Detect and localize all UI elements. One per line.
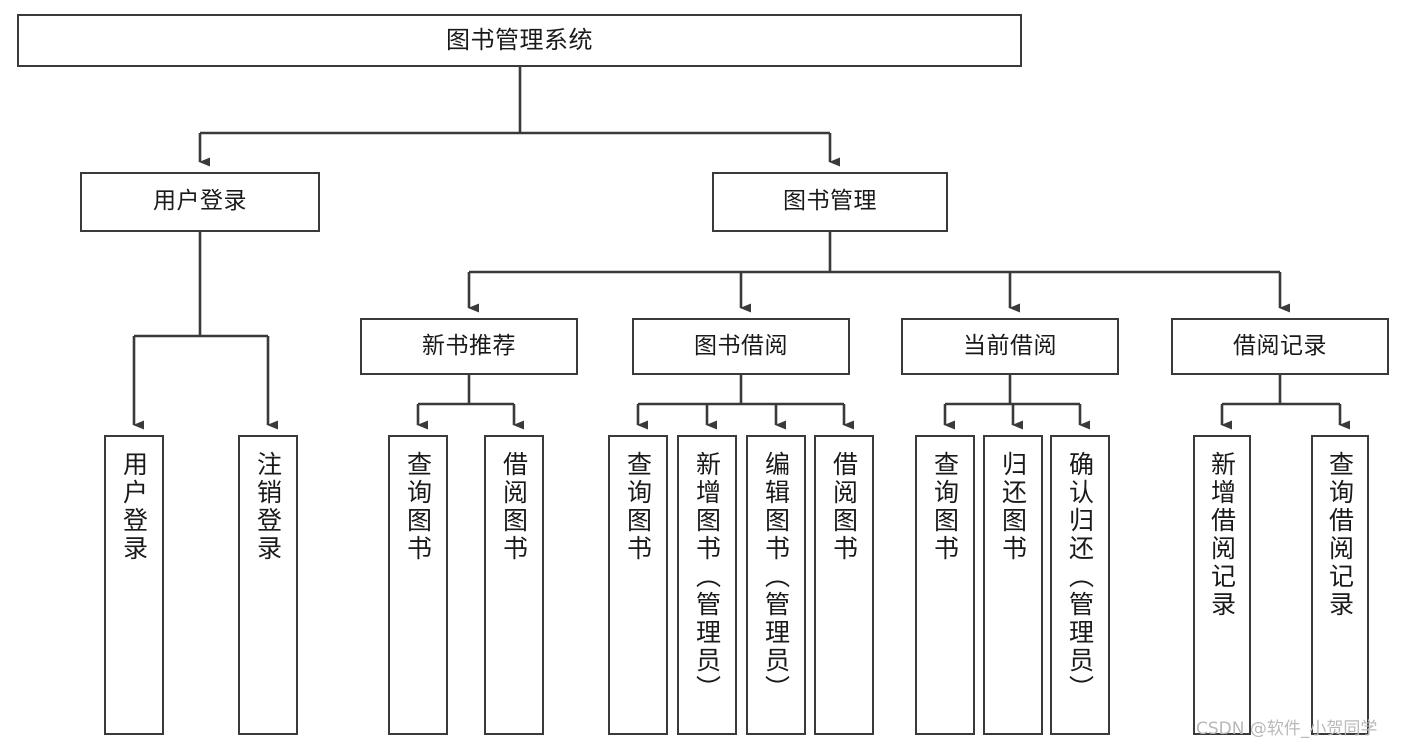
node-root[interactable]: 图书管理系统: [17, 14, 1022, 67]
leaf-current-query-book[interactable]: 查询图书: [915, 435, 975, 735]
node-root-label: 图书管理系统: [446, 26, 593, 55]
node-new-book-recommend-label: 新书推荐: [422, 332, 516, 359]
node-borrow-record[interactable]: 借阅记录: [1171, 318, 1389, 375]
node-book-management[interactable]: 图书管理: [712, 172, 948, 232]
node-current-borrow[interactable]: 当前借阅: [901, 318, 1119, 375]
leaf-current-return-book[interactable]: 归还图书: [983, 435, 1043, 735]
leaf-record-add-record[interactable]: 新增借阅记录: [1193, 435, 1251, 735]
leaf-borrow-edit-book-admin[interactable]: 编辑图书（管理员）: [746, 435, 806, 735]
leaf-user-login-signin[interactable]: 用户登录: [104, 435, 164, 735]
leaf-borrow-query-book[interactable]: 查询图书: [608, 435, 668, 735]
leaf-label: 编辑图书（管理员）: [761, 451, 791, 703]
leaf-label: 查询图书: [623, 451, 653, 563]
leaf-record-query-record[interactable]: 查询借阅记录: [1311, 435, 1369, 735]
leaf-label: 归还图书: [998, 451, 1028, 563]
leaf-current-confirm-return-admin[interactable]: 确认归还（管理员）: [1050, 435, 1110, 735]
leaf-label: 用户登录: [119, 451, 149, 563]
leaf-recommend-borrow-book[interactable]: 借阅图书: [484, 435, 544, 735]
leaf-label: 注销登录: [253, 451, 283, 563]
leaf-borrow-add-book-admin[interactable]: 新增图书（管理员）: [677, 435, 737, 735]
leaf-label: 查询借阅记录: [1325, 451, 1355, 619]
leaf-label: 新增图书（管理员）: [692, 451, 722, 703]
node-book-management-label: 图书管理: [783, 188, 877, 215]
leaf-label: 借阅图书: [499, 451, 529, 563]
leaf-label: 借阅图书: [829, 451, 859, 563]
node-current-borrow-label: 当前借阅: [963, 332, 1057, 359]
node-user-login[interactable]: 用户登录: [80, 172, 320, 232]
leaf-recommend-query-book[interactable]: 查询图书: [388, 435, 448, 735]
node-borrow-record-label: 借阅记录: [1233, 332, 1327, 359]
leaf-label: 新增借阅记录: [1207, 451, 1237, 619]
leaf-label: 查询图书: [403, 451, 433, 563]
node-new-book-recommend[interactable]: 新书推荐: [360, 318, 578, 375]
leaf-borrow-borrow-book[interactable]: 借阅图书: [814, 435, 874, 735]
node-user-login-label: 用户登录: [153, 188, 247, 215]
leaf-label: 查询图书: [930, 451, 960, 563]
node-book-borrow-label: 图书借阅: [694, 332, 788, 359]
node-book-borrow[interactable]: 图书借阅: [632, 318, 850, 375]
leaf-user-login-signout[interactable]: 注销登录: [238, 435, 298, 735]
leaf-label: 确认归还（管理员）: [1065, 451, 1095, 703]
csdn-watermark: CSDN @软件_小贺同学: [1196, 719, 1378, 739]
